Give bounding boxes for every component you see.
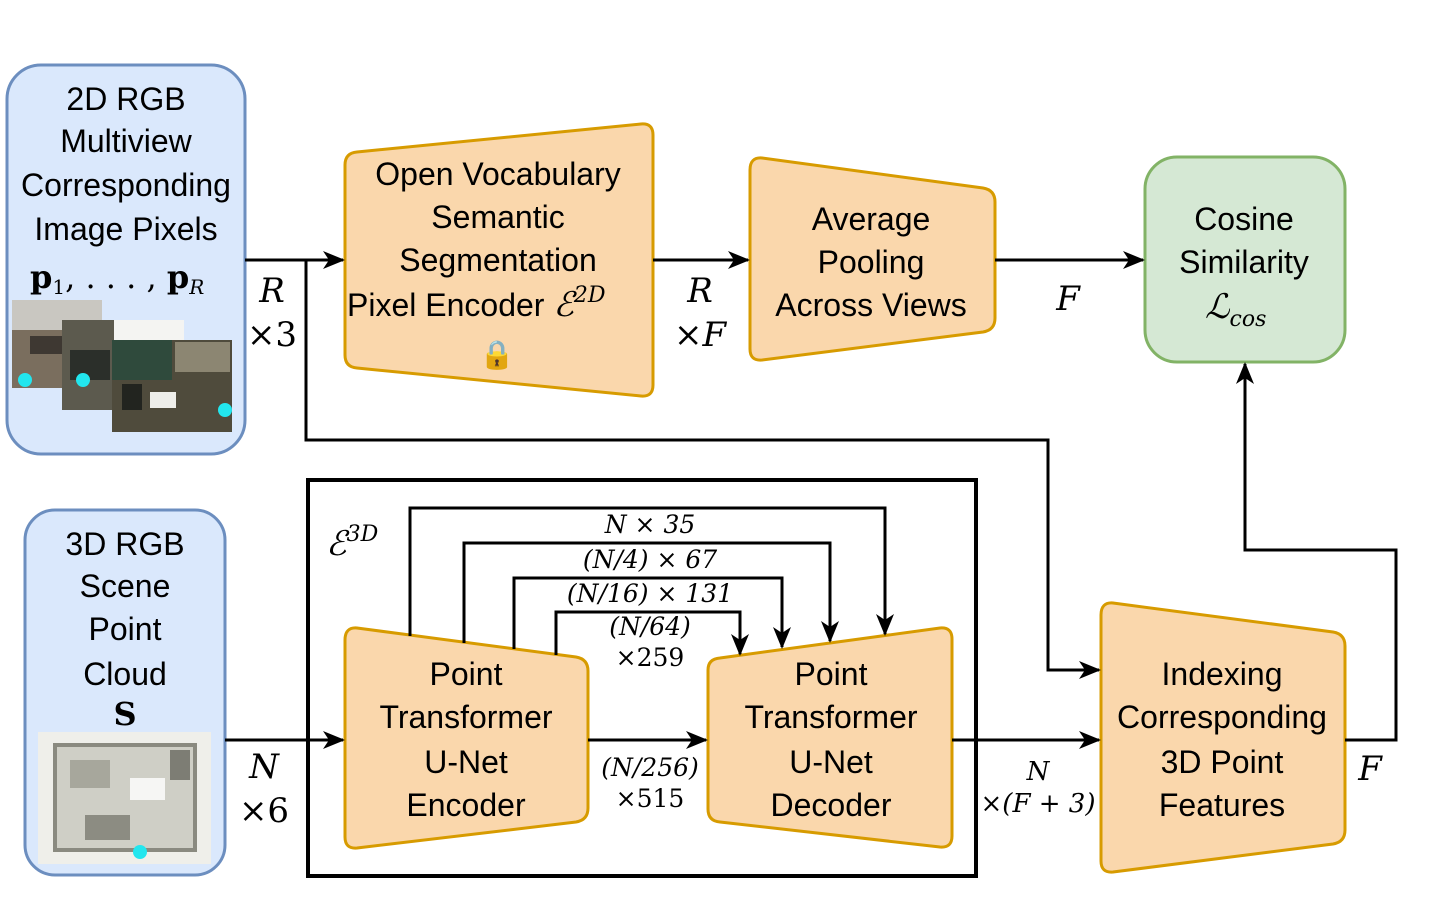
edge-skip-3 xyxy=(512,576,791,649)
input-2d-line-1: 2D RGB xyxy=(66,81,185,117)
pixel-encoder-superscript: 2D xyxy=(573,283,606,308)
indexing-line-2: Corresponding xyxy=(1117,699,1327,735)
encoder-3d-symbol: ℰ xyxy=(326,524,350,564)
loss-subscript: cos xyxy=(1230,307,1267,332)
label-skip-2: (N/4) × 67 xyxy=(583,545,717,574)
pixel-encoder-shape xyxy=(343,122,655,398)
loss-symbol: ℒ xyxy=(1205,287,1231,327)
label-bottleneck-top: (N/256) xyxy=(601,753,699,782)
input-3d-line-3: Point xyxy=(89,611,162,647)
input-2d-subR: R xyxy=(188,275,204,299)
cosine-line-2: Similarity xyxy=(1179,244,1309,280)
label-r3-bottom: ×3 xyxy=(247,315,297,355)
pt-encoder-block: Point Transformer U-Net Encoder xyxy=(343,626,590,850)
label-f-out: F xyxy=(1357,749,1383,789)
edge-2d-to-indexing xyxy=(304,260,1101,679)
indexing-line-1: Indexing xyxy=(1162,656,1283,692)
encoder-3d-label: ℰ3D xyxy=(326,522,379,564)
lock-icon: 🔒 xyxy=(480,338,515,371)
edge-indexing-to-cosine xyxy=(1236,362,1398,742)
pooling-block: Average Pooling Across Views xyxy=(748,156,997,362)
pt-encoder-line-1: Point xyxy=(430,656,503,692)
label-r3-top: R xyxy=(258,271,285,311)
label-n6-bottom: ×6 xyxy=(239,791,289,831)
input-2d-line-2: Multiview xyxy=(60,123,192,159)
pixel-encoder-label: Pixel Encoder xyxy=(347,287,553,323)
cosine-loss: ℒcos xyxy=(1205,287,1266,332)
input-3d-line-2: Scene xyxy=(80,568,171,604)
input-2d-line-3: Corresponding xyxy=(21,167,231,203)
input-2d-line-4: Image Pixels xyxy=(34,211,217,247)
input-3d-line-1: 3D RGB xyxy=(65,526,184,562)
label-n6-top: N xyxy=(248,747,280,787)
input-2d-dots: , . . . , xyxy=(65,258,167,296)
multiview-photos xyxy=(12,300,232,432)
label-nf3-top: N xyxy=(1026,757,1051,787)
label-rf-top: R xyxy=(686,271,713,311)
input-2d-pR: p xyxy=(167,258,189,296)
pooling-line-2: Pooling xyxy=(818,244,925,280)
pt-encoder-line-3: U-Net xyxy=(424,744,508,780)
point-cloud-image xyxy=(38,732,211,864)
label-rf-bottom: ×F xyxy=(674,315,727,355)
pooling-shape xyxy=(748,156,997,362)
edge-skip-4 xyxy=(554,610,749,656)
indexing-shape xyxy=(1099,601,1347,874)
pixel-encoder-block: Open Vocabulary Semantic Segmentation Pi… xyxy=(343,122,655,398)
pixel-encoder-line-4: Pixel Encoder ℰ2D xyxy=(347,283,606,325)
input-2d-box: 2D RGB Multiview Corresponding Image Pix… xyxy=(5,63,247,456)
input-3d-line-4: Cloud xyxy=(83,656,167,692)
cosine-block: Cosine Similarity ℒcos xyxy=(1143,155,1347,364)
label-skip-3: (N/16) × 131 xyxy=(567,579,733,608)
point-dot xyxy=(133,845,147,859)
pt-decoder-block: Point Transformer U-Net Decoder xyxy=(706,626,954,849)
label-nf3-bottom: ×(F + 3) xyxy=(981,789,1096,819)
pixel-dot-1 xyxy=(18,373,32,387)
input-3d-box: 3D RGB Scene Point Cloud S xyxy=(23,508,227,877)
pt-encoder-line-2: Transformer xyxy=(379,699,552,735)
label-skip-1: N × 35 xyxy=(604,510,696,539)
pixel-dot-2 xyxy=(76,373,90,387)
pt-decoder-line-1: Point xyxy=(795,656,868,692)
pt-decoder-shape xyxy=(706,626,954,849)
pixel-encoder-symbol: ℰ xyxy=(553,285,577,325)
edge-skip-1 xyxy=(408,506,894,636)
label-skip-4-bottom: ×259 xyxy=(616,643,685,672)
pt-decoder-line-3: U-Net xyxy=(789,744,873,780)
input-3d-symbol: S xyxy=(113,695,136,733)
pooling-line-1: Average xyxy=(812,201,931,237)
input-2d-sub1: 1 xyxy=(52,275,65,299)
indexing-line-4: Features xyxy=(1159,787,1285,823)
pixel-encoder-line-2: Semantic xyxy=(431,199,564,235)
pt-encoder-shape xyxy=(343,626,590,850)
indexing-block: Indexing Corresponding 3D Point Features xyxy=(1099,601,1347,874)
edge-skip-2 xyxy=(462,541,839,643)
pooling-line-3: Across Views xyxy=(775,287,966,323)
label-bottleneck-bottom: ×515 xyxy=(616,784,685,813)
pixel-encoder-line-3: Segmentation xyxy=(399,242,596,278)
encoder-3d-superscript: 3D xyxy=(347,522,379,547)
pt-decoder-line-2: Transformer xyxy=(744,699,917,735)
input-2d-p1: p xyxy=(30,258,52,296)
input-2d-pixel-set: p1, . . . , pR xyxy=(30,258,204,299)
pixel-encoder-line-1: Open Vocabulary xyxy=(375,156,621,192)
pixel-dot-3 xyxy=(218,403,232,417)
edges xyxy=(225,251,1398,749)
edge-labels: R ×3 R ×F F N ×6 N ×(F + 3) F N × 35 (N/… xyxy=(239,271,1383,831)
indexing-line-3: 3D Point xyxy=(1161,744,1284,780)
encoder-3d-frame xyxy=(306,478,978,878)
pt-decoder-line-4: Decoder xyxy=(771,787,892,823)
cosine-line-1: Cosine xyxy=(1194,201,1294,237)
pt-encoder-line-4: Encoder xyxy=(406,787,526,823)
label-skip-4-top: (N/64) xyxy=(609,612,691,641)
label-f-pool: F xyxy=(1055,279,1081,319)
